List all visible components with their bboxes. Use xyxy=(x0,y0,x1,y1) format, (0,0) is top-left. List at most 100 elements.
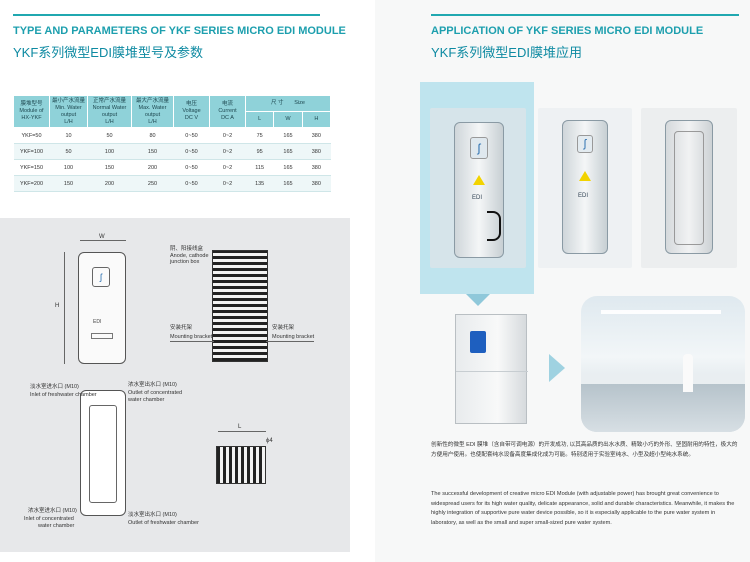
th-size: 尺 寸 Size xyxy=(245,95,331,112)
table-cell: 150 xyxy=(131,143,174,160)
water-purifier-cabinet xyxy=(455,314,528,424)
title-rule xyxy=(431,14,739,16)
bracket-right-cn: 安装托架 xyxy=(272,325,295,331)
left-title-en: TYPE AND PARAMETERS OF YKF SERIES MICRO … xyxy=(13,25,346,37)
module-photo-back xyxy=(641,108,737,268)
module-edi-label: EDI xyxy=(578,193,589,199)
table-cell: YKF=100 xyxy=(13,143,50,160)
laboratory-photo xyxy=(581,296,745,432)
edi-module-image: ʃ EDI xyxy=(562,120,608,254)
logo-icon: ʃ xyxy=(470,137,488,159)
table-cell: 0~2 xyxy=(209,127,246,144)
module-photo-side: ʃ EDI xyxy=(538,108,632,268)
logo-icon: ʃ xyxy=(92,267,110,287)
outlet-conc-en1: Outlet of concentrated xyxy=(128,390,183,396)
table-cell: 165 xyxy=(273,127,303,144)
outlet-fresh-en: Outlet of freshwater chamber xyxy=(128,520,199,526)
leader-line xyxy=(170,341,214,342)
table-cell: 165 xyxy=(273,159,303,176)
cabinet-divider xyxy=(456,371,528,372)
table-cell: 165 xyxy=(273,143,303,160)
table-cell: 50 xyxy=(49,143,88,160)
dim-w-line xyxy=(80,240,126,241)
outlet-fresh-cn: 淡水室出水口 (M10) xyxy=(128,512,177,518)
table-cell: 0~2 xyxy=(209,175,246,192)
title-rule xyxy=(13,14,320,16)
module-side-view xyxy=(212,250,268,362)
application-text-en: The successful development of creative m… xyxy=(431,491,735,526)
outlet-conc-en2: water chamber xyxy=(128,397,165,403)
left-page: TYPE AND PARAMETERS OF YKF SERIES MICRO … xyxy=(0,14,350,552)
th-size-h: H xyxy=(301,111,332,128)
table-cell: 100 xyxy=(87,143,132,160)
dim-l-label: L xyxy=(238,424,242,430)
cable xyxy=(487,211,501,241)
dim-l-line xyxy=(218,431,266,432)
lab-person xyxy=(683,354,693,392)
table-cell: YKF=50 xyxy=(13,127,50,144)
right-title-en: APPLICATION OF YKF SERIES MICRO EDI MODU… xyxy=(431,25,704,37)
table-cell: 250 xyxy=(131,175,174,192)
lab-cabinets xyxy=(581,384,745,432)
table-cell: 80 xyxy=(131,127,174,144)
table-cell: 0~2 xyxy=(209,143,246,160)
back-plate xyxy=(674,131,704,245)
table-cell: 150 xyxy=(87,159,132,176)
table-cell: 0~50 xyxy=(173,175,210,192)
warning-icon xyxy=(579,171,591,181)
outlet-conc-cn: 浓水室出水口 (M10) xyxy=(128,382,177,388)
anode-label-en1: Anode, cathode xyxy=(170,253,209,259)
bracket-left-en: Mounting bracket xyxy=(170,334,213,340)
table-cell: 75 xyxy=(245,127,274,144)
table-cell: 380 xyxy=(302,175,331,192)
module-top-view xyxy=(216,446,266,484)
table-cell: 50 xyxy=(87,127,132,144)
application-text-cn: 创新性的微型 EDI 膜堆（含自带可调电源）的开发成功, 以其高品质的出水水质、… xyxy=(431,442,738,458)
table-cell: 380 xyxy=(302,159,331,176)
ceiling-light xyxy=(601,310,721,314)
inlet-conc-cn: 浓水室进水口 (M10) xyxy=(28,508,77,514)
inlet-conc-en1: Inlet of concentrated xyxy=(24,516,74,522)
logo-icon: ʃ xyxy=(577,135,593,153)
table-cell: YKF=200 xyxy=(13,175,50,192)
table-cell: 0~50 xyxy=(173,159,210,176)
table-cell: YKF=150 xyxy=(13,159,50,176)
th-size-w: W xyxy=(273,111,303,128)
table-cell: 0~50 xyxy=(173,143,210,160)
leader-line xyxy=(266,341,314,342)
table-cell: 0~50 xyxy=(173,127,210,144)
table-cell: 95 xyxy=(245,143,274,160)
module-photo-front: ʃ EDI xyxy=(430,108,526,268)
edi-module-image: ʃ EDI xyxy=(454,122,504,258)
lab-bench xyxy=(581,374,745,384)
bracket-right-en: Mounting bracket xyxy=(272,334,315,340)
table-cell: 0~2 xyxy=(209,159,246,176)
right-title-cn: YKF系列微型EDI膜堆应用 xyxy=(431,45,582,60)
table-cell: 10 xyxy=(49,127,88,144)
dimension-drawing: W H ʃ EDI 阴、阳接线盒 Anode, cathode junction… xyxy=(0,218,350,552)
anode-label-en2: junction box xyxy=(170,259,200,265)
bracket-left-cn: 安装托架 xyxy=(170,325,193,331)
inlet-fresh-en: Inlet of freshwater chamber xyxy=(30,392,97,398)
table-cell: 165 xyxy=(273,175,303,192)
left-title-cn: YKF系列微型EDI膜堆型号及参数 xyxy=(13,45,203,60)
inlet-fresh-cn: 淡水室进水口 (M10) xyxy=(30,384,79,390)
dim-h-label: H xyxy=(55,303,60,309)
dim-w-label: W xyxy=(99,234,105,240)
module-back-view xyxy=(80,390,126,516)
table-cell: 135 xyxy=(245,175,274,192)
dim-h-line xyxy=(64,252,65,364)
inlet-conc-en2: water chamber xyxy=(38,523,75,529)
table-cell: 380 xyxy=(302,127,331,144)
edi-module-image xyxy=(665,120,713,254)
table-cell: 200 xyxy=(87,175,132,192)
